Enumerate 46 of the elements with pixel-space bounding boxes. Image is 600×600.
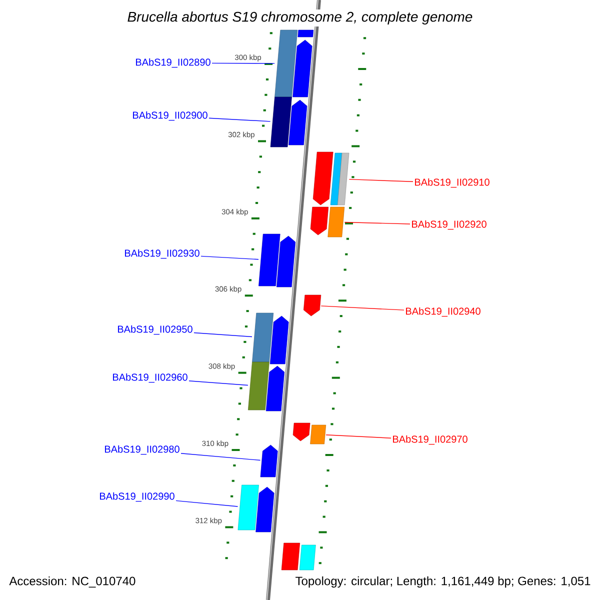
gene-block: [288, 100, 308, 146]
gene-block: [276, 236, 296, 288]
gene-block: [310, 206, 329, 236]
gene-label: BAbS19_II02950: [118, 325, 192, 335]
accession-text: Accession: NC_010740: [9, 576, 136, 588]
leader-line: [176, 500, 238, 507]
gene-block: [248, 362, 270, 410]
summary-text: Topology: circular; Length: 1,161,449 bp; Genes: 1,051: [296, 576, 590, 588]
gene-block: [270, 96, 292, 148]
leader-line: [194, 332, 252, 338]
gene-block: [266, 366, 285, 412]
leader-line: [344, 222, 410, 224]
leader-line: [320, 306, 404, 310]
leader-line: [326, 434, 392, 438]
gene-label: BAbS19_II02980: [105, 445, 180, 455]
gene-block: [328, 206, 345, 238]
gene-block: [281, 542, 300, 570]
gene-label: BAbS19_II02890: [136, 58, 210, 68]
gene-block: [252, 312, 274, 362]
gene-label: BAbS19_II02920: [412, 220, 486, 230]
gene-block: [330, 152, 350, 206]
gene-label: BAbS19_II02910: [415, 178, 490, 188]
gene-block: [299, 544, 316, 570]
gene-label: BAbS19_II02990: [100, 492, 174, 502]
gene-label: BAbS19_II02900: [133, 111, 208, 121]
leader-line: [208, 118, 271, 122]
gene-block: [274, 30, 298, 98]
leader-line: [188, 380, 248, 386]
gene-block: [292, 422, 310, 442]
gene-label: BAbS19_II02960: [113, 373, 188, 383]
leader-line: [348, 178, 414, 182]
gene-label: BAbS19_II02930: [125, 249, 200, 259]
gene-block: [270, 316, 289, 364]
gene-block: [256, 486, 274, 532]
gene-block: [310, 424, 326, 444]
gene-block: [304, 294, 322, 316]
gene-block: [260, 444, 278, 478]
gene-block: [292, 40, 312, 98]
gene-block: [258, 234, 280, 286]
leader-line: [180, 453, 261, 461]
gene-block: [238, 484, 259, 530]
title: Brucella abortus S19 chromosome 2, complete genome: [125, 9, 475, 27]
gene-label: BAbS19_II02970: [393, 435, 468, 445]
gene-block: [298, 30, 314, 38]
gene-label: BAbS19_II02940: [406, 307, 480, 317]
leader-line: [212, 62, 275, 64]
